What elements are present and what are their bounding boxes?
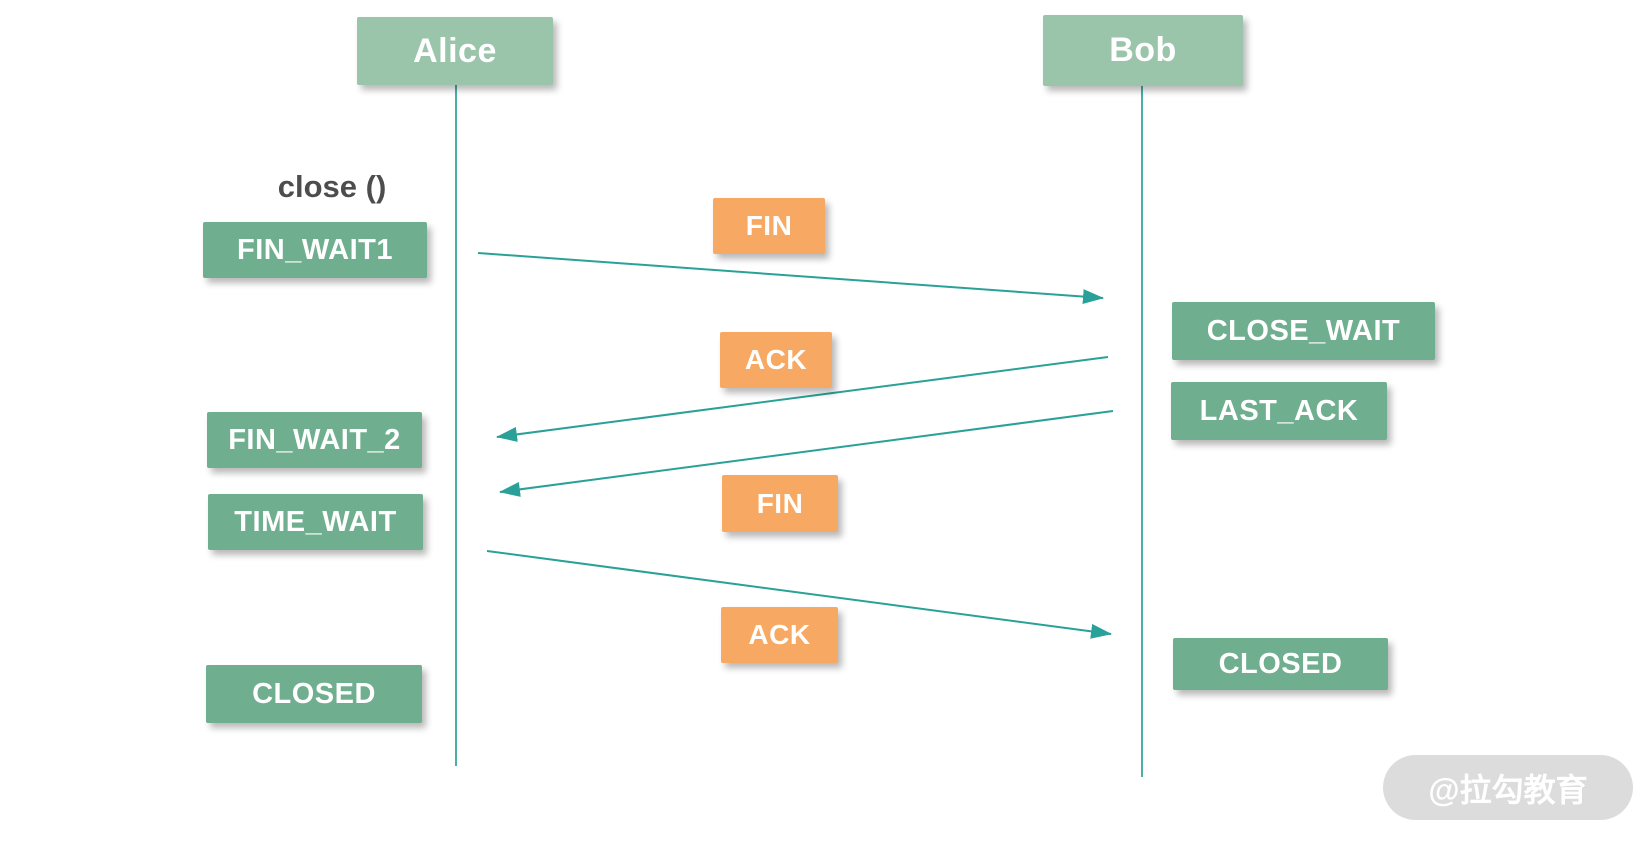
message-label-ack-1: ACK xyxy=(720,332,832,388)
arrow-fin-alice-to-bob xyxy=(477,252,1104,305)
message-label-fin-2: FIN xyxy=(722,475,838,532)
state-time-wait: TIME_WAIT xyxy=(208,494,423,550)
state-fin-wait1: FIN_WAIT1 xyxy=(203,222,427,278)
lifeline-bob xyxy=(1141,86,1143,777)
arrow-ack-bob-to-alice xyxy=(496,356,1109,442)
message-label-ack-2: ACK xyxy=(721,607,838,663)
actor-bob: Bob xyxy=(1043,15,1243,86)
state-fin-wait-2: FIN_WAIT_2 xyxy=(207,412,422,468)
state-close-wait: CLOSE_WAIT xyxy=(1172,302,1435,360)
message-label-fin-1: FIN xyxy=(713,198,825,254)
actor-alice: Alice xyxy=(357,17,553,85)
state-last-ack: LAST_ACK xyxy=(1171,382,1387,440)
state-closed-bob: CLOSED xyxy=(1173,638,1388,690)
watermark-badge: @拉勾教育 xyxy=(1383,755,1633,820)
lifeline-alice xyxy=(455,85,457,766)
arrow-ack-alice-to-bob xyxy=(486,550,1112,639)
close-call-label: close () xyxy=(277,169,387,204)
arrow-fin-bob-to-alice xyxy=(499,410,1114,497)
state-closed-alice: CLOSED xyxy=(206,665,422,723)
